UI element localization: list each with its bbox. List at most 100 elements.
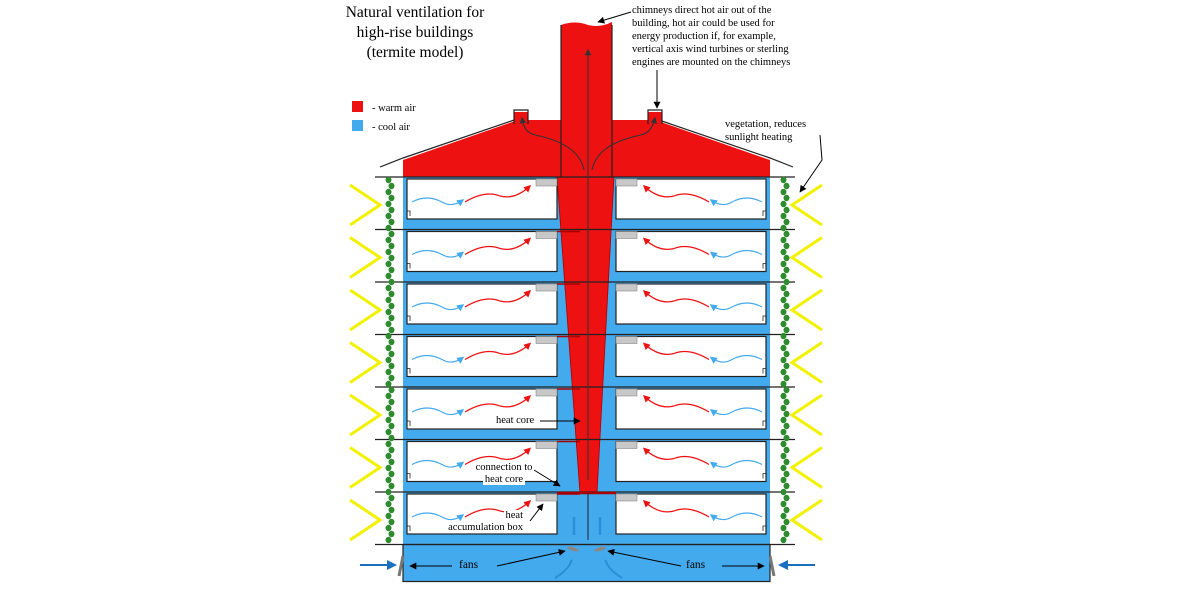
leaf: [385, 188, 392, 196]
leaf: [783, 482, 790, 490]
leaf: [783, 254, 790, 262]
heat-accumulation-box-right: [615, 178, 638, 187]
leaf: [780, 416, 787, 424]
sunlight-ray-right: [789, 498, 823, 542]
room-right: [615, 493, 767, 535]
leaf: [783, 206, 790, 214]
leaf: [388, 362, 395, 370]
leaf: [385, 392, 392, 400]
fan-flow-left: [554, 547, 580, 579]
leaf: [385, 344, 392, 352]
room-left: [406, 335, 558, 378]
leaf: [388, 398, 395, 406]
leaf: [385, 224, 392, 232]
leaf: [388, 350, 395, 358]
leaf: [388, 530, 395, 538]
title-line-3: (termite model): [366, 44, 464, 61]
cool-flow-left: [411, 407, 465, 417]
vegetation-right: [780, 176, 790, 544]
leaf: [388, 278, 395, 286]
warm-flow-right: [642, 500, 710, 518]
leaf: [385, 296, 392, 304]
chimney-note-line-3: energy production if, for example,: [632, 31, 776, 42]
leaf: [780, 332, 787, 340]
pointer-fan-right-inner: [607, 548, 682, 567]
leaf: [388, 494, 395, 502]
leaf: [780, 536, 787, 544]
cool-flow-right: [709, 197, 763, 207]
leaf: [385, 260, 392, 268]
vent-right-outline: [647, 109, 663, 124]
wall-jog-left: [407, 525, 411, 531]
fans-left-label: fans: [459, 559, 479, 571]
leaf: [780, 428, 787, 436]
leaf: [388, 386, 395, 394]
leaf: [780, 392, 787, 400]
diagram-title: Natural ventilation for high-rise buildi…: [300, 3, 530, 63]
leaf: [783, 182, 790, 190]
leaf: [388, 482, 395, 490]
room-right: [615, 335, 767, 378]
leaf: [783, 446, 790, 454]
leaf: [385, 368, 392, 376]
leaf: [385, 500, 392, 508]
leaf: [388, 194, 395, 202]
room-right: [615, 178, 767, 220]
room-left: [406, 230, 558, 273]
inlet-fan-left: [397, 555, 405, 577]
warm-flow-left: [464, 447, 532, 466]
heat-accumulation-box-left: [535, 336, 558, 344]
sunlight-ray-right: [789, 288, 823, 332]
leaf: [780, 272, 787, 280]
pointer-chimney-top: [597, 11, 632, 24]
leaf: [780, 368, 787, 376]
rising-air-right-vent: [591, 116, 657, 171]
leaf: [385, 428, 392, 436]
floor-1: [375, 176, 795, 220]
heat-accumulation-box-right: [615, 231, 638, 239]
leaf: [783, 278, 790, 286]
leaf: [783, 290, 790, 298]
leaf: [388, 410, 395, 418]
leaf: [780, 500, 787, 508]
leaf: [388, 266, 395, 274]
leaf: [385, 200, 392, 208]
leaf: [388, 290, 395, 298]
warm-flow-left: [464, 290, 532, 308]
cool-flow-right: [709, 407, 763, 417]
pointer-vegetation: [799, 134, 823, 193]
sunlight-ray-left: [349, 446, 383, 489]
sunlight-ray-right: [789, 183, 823, 227]
wall-jog-left: [407, 420, 411, 426]
pointer-fan-left-inner: [496, 548, 566, 567]
leaf: [780, 452, 787, 460]
leaf: [783, 362, 790, 370]
leaf: [780, 176, 787, 184]
leaf: [780, 344, 787, 352]
leaf: [780, 260, 787, 268]
leaf: [783, 506, 790, 514]
leaf: [388, 518, 395, 526]
cool-flow-left: [411, 197, 465, 207]
title-line-1: Natural ventilation for: [345, 4, 485, 21]
leaf: [388, 182, 395, 190]
cool-flow-right: [709, 354, 763, 364]
leaf: [388, 206, 395, 214]
pointer-heat-box: [529, 503, 544, 522]
cool-flow-left: [411, 354, 465, 364]
leaf: [388, 254, 395, 262]
sunlight-ray-left: [349, 341, 383, 384]
room-left: [406, 283, 558, 325]
inlet-fan-right: [768, 555, 776, 577]
leaf: [385, 320, 392, 328]
leaf: [783, 218, 790, 226]
leaf: [385, 524, 392, 532]
leaf: [783, 326, 790, 334]
leaf: [783, 242, 790, 250]
leaf: [780, 224, 787, 232]
chimney-note: chimneys direct hot air out of the build…: [632, 4, 790, 69]
leaf: [783, 374, 790, 382]
wall-jog-left: [407, 368, 411, 374]
